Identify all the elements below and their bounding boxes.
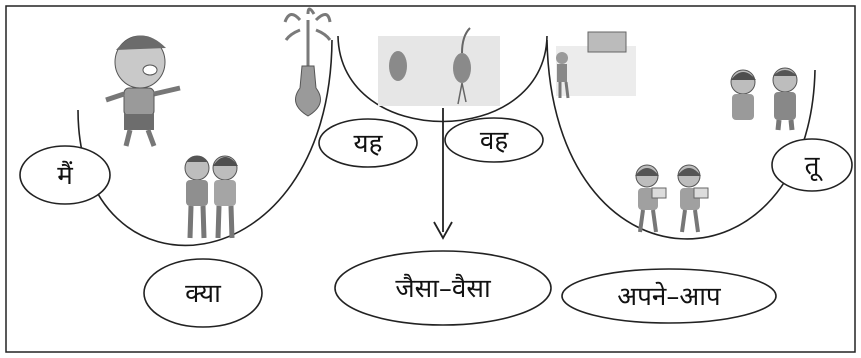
word-oval-yah: यह [319, 119, 417, 167]
word-oval-kya: क्या [144, 259, 262, 327]
word-oval-vah: वह [445, 118, 543, 162]
word-yah: यह [354, 129, 384, 159]
word-oval-jaisa-vaisa: जैसा–वैसा [335, 251, 551, 325]
sprouting-seeds-illustration [378, 28, 500, 106]
word-oval-main: मैं [20, 146, 110, 204]
word-kya: क्या [185, 279, 222, 309]
word-jaisa-vaisa: जैसा–वैसा [395, 273, 492, 304]
word-vah: वह [480, 126, 509, 156]
word-oval-apne-aap: अपने–आप [562, 269, 776, 323]
word-oval-tu: तू [772, 139, 852, 191]
word-apne-aap: अपने–आप [617, 281, 722, 312]
word-main: मैं [57, 160, 73, 191]
